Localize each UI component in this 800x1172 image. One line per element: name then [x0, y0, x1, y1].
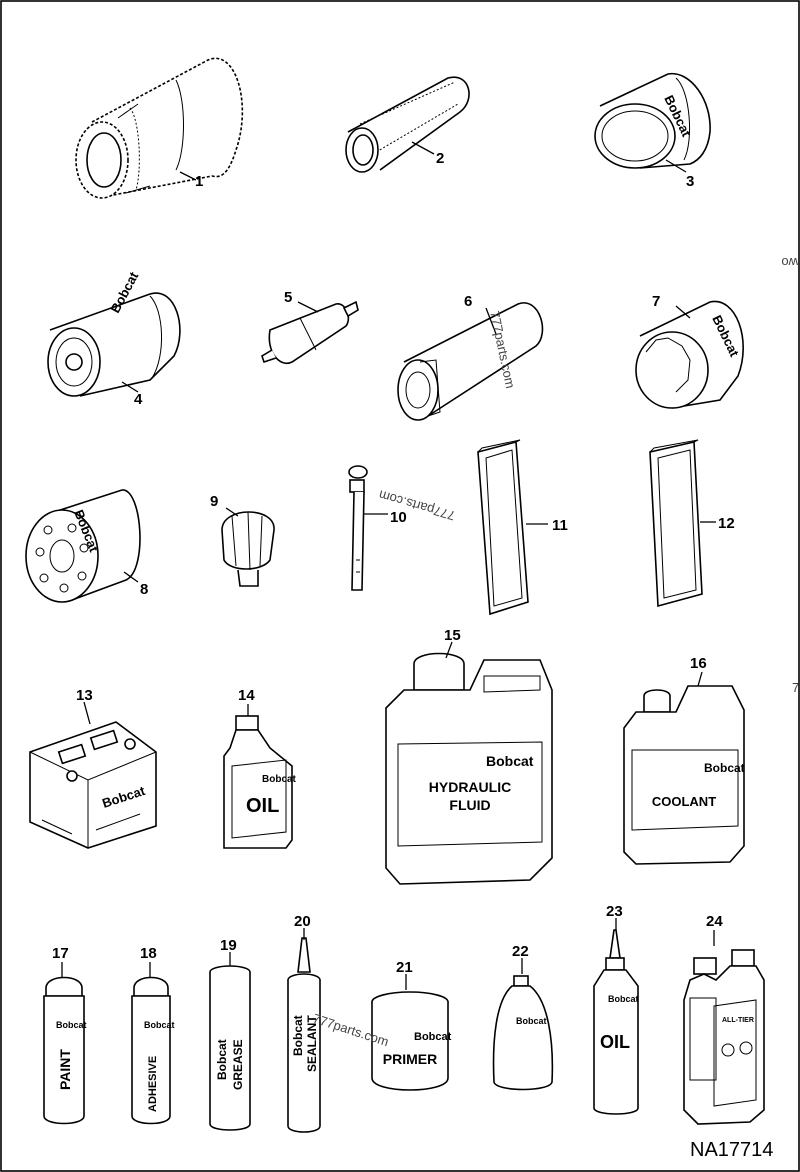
- callout-11: 11: [552, 517, 568, 534]
- watermark-edge: 7: [792, 680, 799, 695]
- inline-fuel-filter: [261, 300, 359, 365]
- hydraulic-fluid-jug: Bobcat HYDRAULIC FLUID: [385, 652, 553, 885]
- bobcat-logo-text: Bobcat: [215, 1039, 229, 1080]
- bobcat-logo-text: Bobcat: [291, 1015, 305, 1056]
- all-tier-label: ALL-TIER: [722, 1017, 754, 1024]
- callout-14: 14: [238, 687, 255, 704]
- callout-10: 10: [390, 509, 407, 526]
- sealant-tube: Bobcat SEALANT: [287, 937, 321, 1133]
- small-bottle: Bobcat: [492, 975, 554, 1091]
- bobcat-logo-text: Bobcat: [414, 1031, 452, 1043]
- spin-on-filter-8: Bobcat: [25, 489, 141, 603]
- callout-9: 9: [210, 493, 218, 510]
- grease-cartridge: Bobcat GREASE: [209, 965, 251, 1131]
- oil-squeeze-bottle: Bobcat OIL: [593, 929, 639, 1115]
- callout-5: 5: [284, 289, 292, 306]
- paint-can: Bobcat PAINT: [43, 976, 87, 1125]
- callout-13: 13: [76, 687, 93, 704]
- air-filter-inner: [345, 76, 470, 173]
- hydraulic-label-1: HYDRAULIC: [429, 779, 511, 795]
- oil-label-23: OIL: [600, 1032, 630, 1052]
- bobcat-logo-text: Bobcat: [144, 1020, 175, 1030]
- callout-16: 16: [690, 655, 707, 672]
- air-filter-outer: [75, 57, 244, 199]
- callout-18: 18: [140, 945, 157, 962]
- callout-7: 7: [652, 293, 660, 310]
- bobcat-logo-text: Bobcat: [262, 774, 297, 785]
- bobcat-logo-text: Bobcat: [486, 753, 534, 769]
- adhesive-can: Bobcat ADHESIVE: [131, 976, 175, 1125]
- adhesive-label: ADHESIVE: [147, 1056, 159, 1112]
- callout-6: 6: [464, 293, 472, 310]
- coolant-jug: Bobcat COOLANT: [623, 685, 745, 865]
- primer-label: PRIMER: [383, 1051, 437, 1067]
- callout-22: 22: [512, 943, 529, 960]
- grease-label: GREASE: [231, 1039, 245, 1090]
- panel-filter-11: [477, 439, 529, 616]
- dipstick: [348, 465, 368, 591]
- figure-id: NA17714: [690, 1139, 773, 1161]
- callout-23: 23: [606, 903, 623, 920]
- panel-filter-12: [649, 439, 703, 608]
- fuel-filter-4: Bobcat: [47, 269, 181, 397]
- callout-4: 4: [134, 391, 143, 408]
- watermark-edge: wo: [781, 255, 799, 270]
- coolant-label: COOLANT: [652, 794, 716, 809]
- callout-17: 17: [52, 945, 69, 962]
- spin-on-filter-3: Bobcat: [594, 72, 711, 169]
- callout-1: 1: [195, 173, 203, 190]
- callout-15: 15: [444, 627, 461, 644]
- oil-bottle: Bobcat OIL: [223, 715, 297, 849]
- callout-12: 12: [718, 515, 735, 532]
- callout-20: 20: [294, 913, 311, 930]
- breather-cap: [221, 511, 275, 587]
- callout-8: 8: [140, 581, 148, 598]
- filter-element-6: [397, 302, 544, 421]
- battery: Bobcat: [29, 721, 157, 849]
- bobcat-logo-text: Bobcat: [704, 761, 745, 775]
- paint-label: PAINT: [57, 1049, 73, 1090]
- callout-24: 24: [706, 913, 723, 930]
- twin-neck-bottle: ALL-TIER: [683, 949, 765, 1125]
- bobcat-logo-text: Bobcat: [608, 994, 639, 1004]
- spin-on-filter-7: Bobcat: [635, 300, 744, 409]
- callout-2: 2: [436, 150, 444, 167]
- bobcat-logo-text: Bobcat: [56, 1020, 87, 1030]
- callout-21: 21: [396, 959, 413, 976]
- callout-3: 3: [686, 173, 694, 190]
- bobcat-logo-text: Bobcat: [516, 1016, 547, 1026]
- hydraulic-label-2: FLUID: [449, 797, 490, 813]
- watermark: 777parts.com: [377, 487, 457, 523]
- sealant-label: SEALANT: [305, 1015, 319, 1072]
- callout-19: 19: [220, 937, 237, 954]
- primer-can: Bobcat PRIMER: [371, 991, 452, 1091]
- oil-label: OIL: [246, 795, 279, 817]
